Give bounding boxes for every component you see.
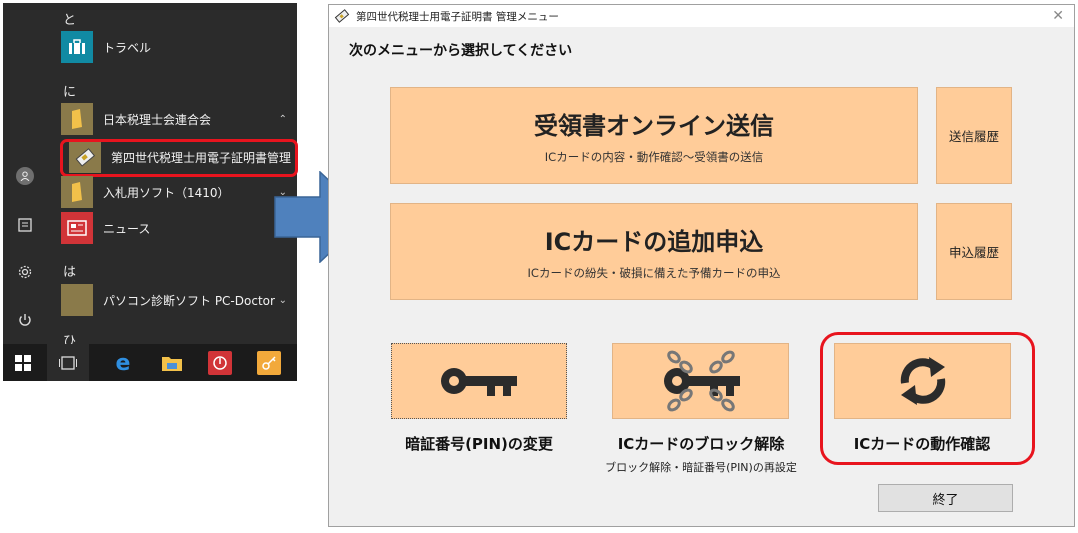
operation-check-button[interactable] — [834, 343, 1011, 419]
key-app-icon[interactable] — [257, 351, 281, 375]
online-send-title: 受領書オンライン送信 — [534, 112, 774, 140]
edge-browser-icon[interactable]: e — [115, 350, 131, 376]
operation-check-label: ICカードの動作確認 — [853, 435, 991, 453]
chevron-down-icon: ⌄ — [278, 294, 287, 306]
windows-start-icon[interactable] — [11, 351, 35, 375]
additional-application-title: ICカードの追加申込 — [544, 228, 764, 256]
additional-application-button[interactable]: ICカードの追加申込 ICカードの紛失・破損に備えた予備カードの申込 — [390, 203, 918, 300]
chevron-up-icon: ⌃ — [278, 113, 287, 125]
task-view-icon[interactable] — [47, 344, 89, 381]
pin-change-button[interactable] — [391, 343, 567, 419]
folder-icon — [61, 284, 93, 316]
folder-label: 日本税理士会連合会 — [103, 112, 212, 127]
highlight-frame — [60, 139, 298, 177]
documents-icon[interactable] — [14, 214, 36, 236]
end-button[interactable]: 終了 — [878, 484, 1013, 512]
send-history-button[interactable]: 送信履歴 — [936, 87, 1012, 184]
app-ic-card-manager[interactable]: 第四世代税理士用電子証明書管理 — [69, 140, 305, 174]
group-letter[interactable]: は — [63, 265, 77, 280]
app-label: ニュース — [103, 221, 151, 236]
management-menu-window: 第四世代税理士用電子証明書 管理メニュー ✕ 次のメニューから選択してください … — [328, 4, 1075, 527]
folder-nichizeiren[interactable]: 日本税理士会連合会 ⌃ — [61, 102, 297, 136]
file-explorer-icon[interactable] — [160, 351, 184, 375]
app-label: トラベル — [103, 40, 152, 55]
start-rail — [3, 3, 46, 343]
close-icon[interactable]: ✕ — [1052, 8, 1064, 24]
chained-key-icon — [663, 350, 740, 412]
block-release-label: ICカードのブロック解除 — [617, 435, 785, 453]
ic-card-app-icon — [334, 9, 350, 23]
online-send-button[interactable]: 受領書オンライン送信 ICカードの内容・動作確認～受領書の送信 — [390, 87, 918, 184]
folder-label: パソコン診断ソフト PC-Doctor — [103, 293, 275, 308]
instruction-text: 次のメニューから選択してください — [349, 43, 573, 59]
app-news[interactable]: ニュース — [61, 211, 297, 245]
additional-application-subtitle: ICカードの紛失・破損に備えた予備カードの申込 — [527, 266, 781, 280]
refresh-arrows-icon — [900, 357, 945, 405]
highlight-ring — [820, 332, 1035, 465]
taskbar: e — [3, 344, 297, 381]
key-icon — [441, 368, 517, 396]
pin-change-label: 暗証番号(PIN)の変更 — [405, 435, 553, 453]
application-history-button[interactable]: 申込履歴 — [936, 203, 1012, 300]
folder-bidding-software[interactable]: 入札用ソフト（1410） ⌄ — [61, 175, 297, 209]
start-menu: と トラベル に 日本税理士会連合会 ⌃ 第四世代税理士用電子証明書管理 入札用… — [3, 3, 298, 381]
ic-card-app-icon — [69, 141, 101, 173]
news-icon — [61, 212, 93, 244]
chevron-down-icon: ⌄ — [278, 186, 287, 198]
folder-icon — [61, 103, 93, 135]
folder-label: 入札用ソフト（1410） — [103, 185, 230, 200]
title-bar: 第四世代税理士用電子証明書 管理メニュー ✕ — [329, 5, 1074, 27]
group-letter[interactable]: と — [63, 13, 77, 28]
power-app-icon[interactable] — [208, 351, 232, 375]
user-icon[interactable] — [16, 167, 34, 185]
online-send-subtitle: ICカードの内容・動作確認～受領書の送信 — [544, 150, 764, 164]
settings-gear-icon[interactable] — [14, 261, 36, 283]
block-release-sublabel: ブロック解除・暗証番号(PIN)の再設定 — [605, 461, 797, 474]
folder-pc-doctor[interactable]: パソコン診断ソフト PC-Doctor ⌄ — [61, 283, 297, 317]
folder-icon — [61, 176, 93, 208]
block-release-button[interactable] — [612, 343, 789, 419]
app-label: 第四世代税理士用電子証明書管理 — [111, 150, 292, 165]
suitcase-icon — [61, 31, 93, 63]
app-travel[interactable]: トラベル — [61, 30, 297, 64]
power-icon[interactable] — [14, 309, 36, 331]
group-letter[interactable]: に — [63, 85, 77, 100]
window-title: 第四世代税理士用電子証明書 管理メニュー — [356, 10, 559, 23]
